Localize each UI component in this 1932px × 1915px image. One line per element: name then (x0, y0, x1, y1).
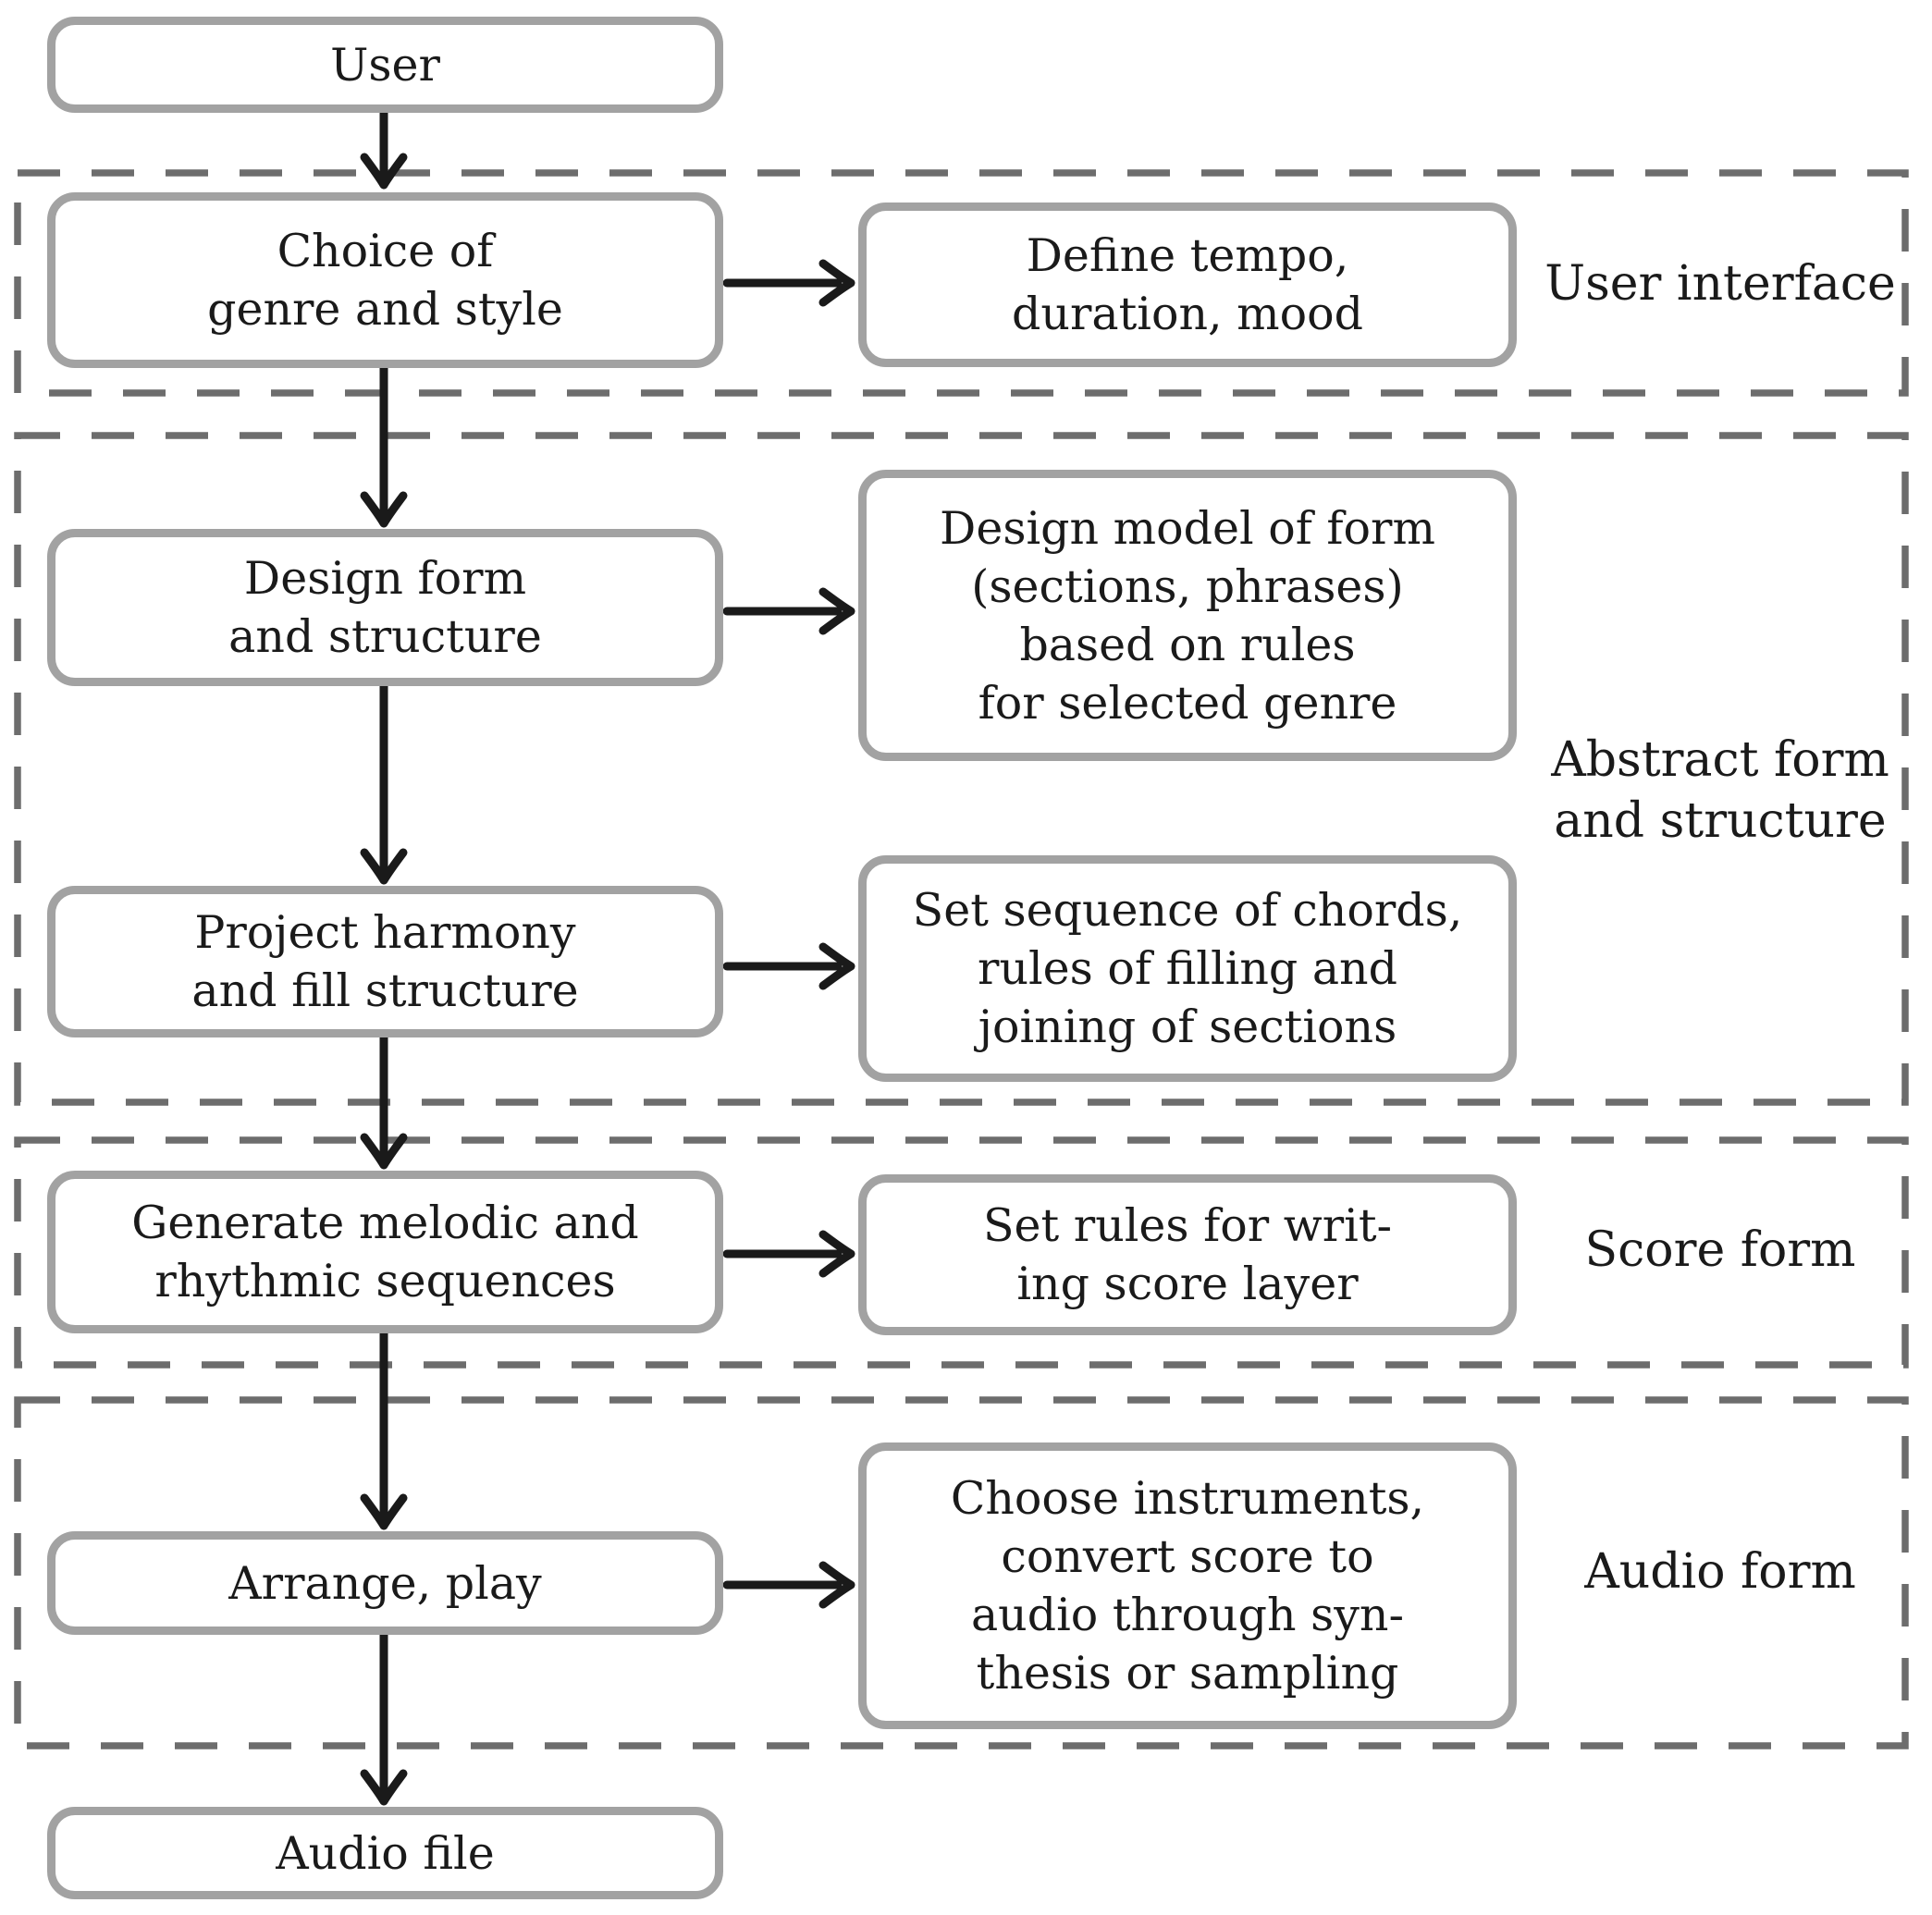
arrow-arrange-to-audio-file (360, 1630, 408, 1806)
node-choose-instruments-line-3: audio through syn- (970, 1589, 1405, 1641)
node-design-model-line-4: for selected genre (978, 676, 1397, 730)
region-label-score-form: Score form (1526, 1220, 1914, 1281)
arrow-project-harmony-to-generate (360, 1033, 408, 1170)
region-label-audio-form-text: Audio form (1584, 1544, 1856, 1600)
node-set-sequence-line-2: rules of filling and (978, 942, 1397, 995)
node-generate-sequences: Generate melodic and rhythmic sequences (47, 1171, 723, 1333)
region-label-user-interface-text: User interface (1544, 256, 1896, 312)
region-label-score-form-text: Score form (1584, 1222, 1856, 1278)
node-set-sequence-line-1: Set sequence of chords, (912, 884, 1463, 937)
node-choice-line-1: Choice of (277, 225, 494, 277)
node-define-tempo-line-1: Define tempo, (1026, 229, 1349, 282)
node-design-form-line-1: Design form (243, 552, 527, 605)
node-project-harmony: Project harmony and fill structure (47, 886, 723, 1037)
arrow-generate-to-arrange (360, 1329, 408, 1530)
arrow-arrange-to-choose-instruments (722, 1561, 855, 1609)
node-choice-line-2: genre and style (207, 283, 563, 336)
node-design-model: Design model of form (sections, phrases)… (858, 470, 1517, 761)
region-label-abstract-form: Abstract form and structure (1526, 730, 1914, 852)
node-choice-genre-style: Choice of genre and style (47, 192, 723, 368)
node-choose-instruments-line-1: Choose instruments, (950, 1472, 1425, 1525)
node-project-harmony-line-1: Project harmony (194, 906, 576, 959)
node-set-rules-line-2: ing score layer (1016, 1258, 1359, 1310)
node-generate-line-1: Generate melodic and (131, 1197, 639, 1249)
node-choose-instruments-line-4: thesis or sampling (976, 1647, 1399, 1700)
region-frame-audio-form (14, 1396, 1909, 1749)
node-arrange-label: Arrange, play (228, 1556, 542, 1610)
node-define-tempo: Define tempo, duration, mood (858, 203, 1517, 367)
node-audio-file: Audio file (47, 1807, 723, 1899)
node-choose-instruments: Choose instruments, convert score to aud… (858, 1442, 1517, 1729)
node-user-label: User (330, 38, 440, 92)
region-label-abstract-form-line-1: Abstract form (1551, 732, 1889, 788)
arrow-choice-to-design-form (360, 363, 408, 528)
region-frame-abstract-form (14, 432, 1909, 1106)
region-label-audio-form: Audio form (1526, 1541, 1914, 1602)
node-set-rules: Set rules for writ- ing score layer (858, 1174, 1517, 1335)
node-define-tempo-line-2: duration, mood (1012, 288, 1363, 340)
region-frame-user-interface (14, 169, 1909, 397)
arrow-generate-to-set-rules (722, 1230, 855, 1278)
node-set-sequence: Set sequence of chords, rules of filling… (858, 855, 1517, 1082)
region-label-abstract-form-line-2: and structure (1554, 793, 1887, 849)
region-frame-score-form (14, 1136, 1909, 1369)
node-design-model-line-2: (sections, phrases) (971, 559, 1404, 613)
node-design-model-line-1: Design model of form (940, 501, 1435, 555)
node-set-rules-line-1: Set rules for writ- (982, 1199, 1393, 1252)
node-user: User (47, 17, 723, 113)
arrow-design-form-to-design-model (722, 587, 855, 635)
node-audio-file-label: Audio file (276, 1826, 495, 1880)
arrow-project-harmony-to-set-sequence (722, 942, 855, 990)
arrow-design-form-to-project-harmony (360, 681, 408, 885)
arrow-user-to-choice (360, 108, 408, 190)
node-arrange-play: Arrange, play (47, 1531, 723, 1635)
node-generate-line-2: rhythmic sequences (154, 1255, 616, 1307)
node-design-model-line-3: based on rules (1019, 618, 1356, 671)
region-label-user-interface: User interface (1526, 253, 1914, 314)
node-design-form-line-2: and structure (228, 610, 542, 663)
node-project-harmony-line-2: and fill structure (191, 964, 579, 1017)
arrow-choice-to-define-tempo (722, 259, 855, 307)
node-design-form: Design form and structure (47, 529, 723, 686)
node-set-sequence-line-3: joining of sections (978, 1000, 1397, 1053)
node-choose-instruments-line-2: convert score to (1001, 1530, 1374, 1583)
